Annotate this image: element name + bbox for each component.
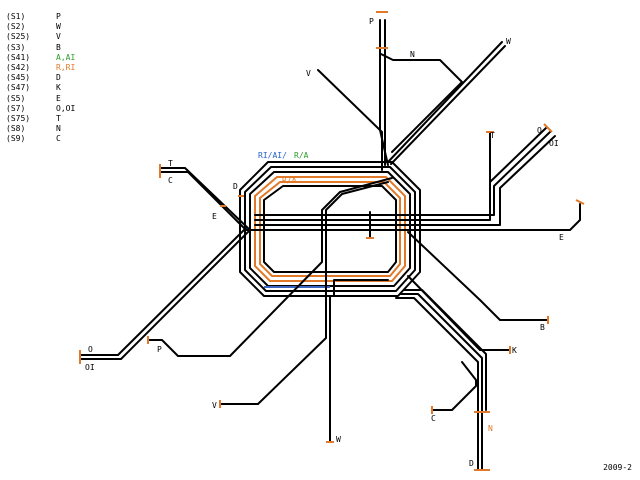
legend-row-s75: (S75)T (6, 113, 61, 123)
legend-row-s8: (S8)N (6, 124, 61, 134)
terminal-label-c-south: C (431, 414, 436, 423)
ring-line-outer-2 (244, 166, 416, 292)
terminal-label-w-south: W (336, 435, 341, 444)
terminal-label-o-west: O (88, 345, 93, 354)
line-se-bundle (395, 275, 511, 471)
version-stamp: 2009-2 (603, 463, 632, 472)
ring-line-outer-3 (249, 171, 411, 287)
terminal-label-t-ne: T (490, 131, 495, 140)
line-o-oi-sw (79, 227, 251, 364)
line-e-east (245, 203, 581, 231)
legend-row-s42: (S42)R,RI (6, 62, 76, 72)
line-n-north (380, 53, 463, 153)
legend-row-s45: (S45)D (6, 73, 61, 83)
terminal-label-v-sw: V (212, 401, 217, 410)
legend-row-s2: (S2)W (6, 22, 61, 32)
line-t-o-oi-east (254, 123, 556, 226)
line-p-sw (147, 177, 393, 357)
terminal-label-c-west: C (168, 176, 173, 185)
ring-label-ri-ai: RI/AI/ (258, 151, 287, 160)
line-b-se (407, 231, 549, 321)
ring-line-outer-1 (239, 161, 421, 297)
ring-label-r-a-top: R/A (294, 151, 309, 160)
terminal-label-oi-ne: OI (549, 139, 559, 148)
line-v-sw (219, 181, 389, 405)
ring-label-r-a-inner: R/A (282, 176, 297, 185)
terminal-label-d-west: D (233, 182, 238, 191)
terminal-label-w-ne: W (506, 37, 511, 46)
terminal-label-oi-west: OI (85, 363, 95, 372)
line-w-ne-1 (387, 41, 503, 163)
legend-row-s1: (S1)P (6, 12, 61, 21)
line-t-c-west (159, 164, 251, 231)
terminal-label-b: B (540, 323, 545, 332)
terminal-label-n-south: N (488, 424, 493, 433)
line-w-south-2 (333, 279, 389, 297)
legend-row-s47: (S47)K (6, 83, 61, 93)
terminal-label-n: N (410, 50, 415, 59)
terminal-label-p-north: P (369, 17, 374, 26)
terminal-label-o-ne: O (537, 126, 542, 135)
terminal-label-d-south: D (469, 459, 474, 468)
terminal-label-v-nw: V (306, 69, 311, 78)
line-v-nw (317, 69, 383, 171)
legend-row-s5: (S5)E (6, 93, 61, 103)
legend: (S1)P (S2)W (S25)V (S3)B (S41)A,AI (S42)… (6, 12, 75, 144)
legend-row-s3: (S3)B (6, 42, 61, 52)
legend-row-s25: (S25)V (6, 32, 61, 42)
terminal-label-e-west: E (212, 212, 217, 221)
terminal-label-t-west: T (168, 159, 173, 168)
legend-row-s9: (S9)C (6, 134, 61, 144)
terminal-label-k: K (512, 346, 517, 355)
terminal-label-p-sw: P (157, 345, 162, 354)
legend-row-s7: (S7)O,OI (6, 103, 76, 113)
terminal-label-e-east: E (559, 233, 564, 242)
legend-row-s41: (S41)A,AI (6, 52, 76, 62)
line-w-ne-2 (390, 45, 506, 165)
